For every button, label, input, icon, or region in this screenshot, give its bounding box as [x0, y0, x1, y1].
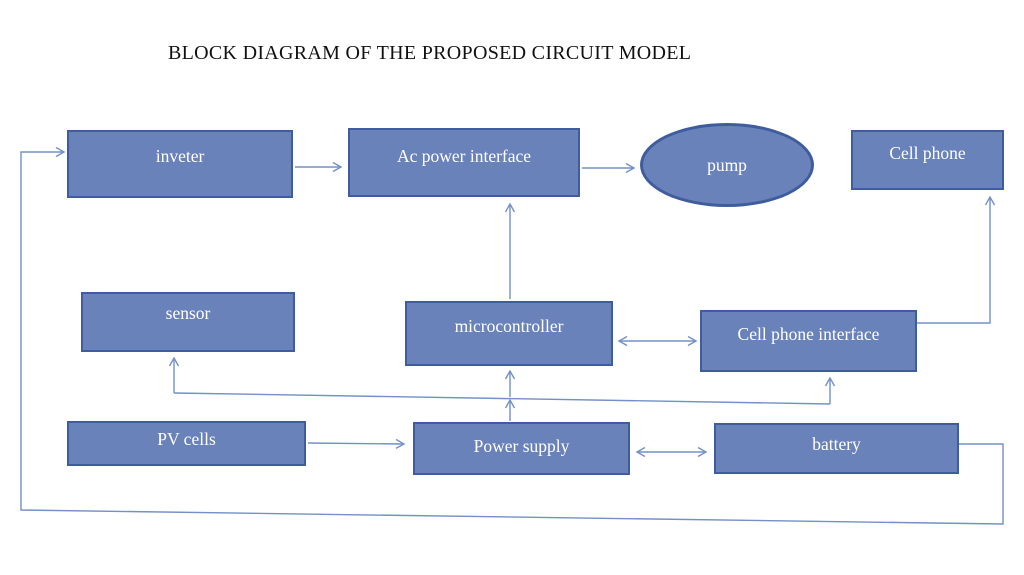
- node-cell-phone-interface-label: Cell phone interface: [737, 324, 880, 344]
- edge-cpi-to-cellphone: [917, 197, 990, 324]
- node-pv-cells-label: PV cells: [157, 428, 216, 449]
- node-pv-cells: PV cells: [67, 421, 306, 466]
- node-battery: battery: [714, 423, 959, 474]
- distribution-line: [173, 392, 831, 405]
- node-ac-power-interface-label: Ac power interface: [396, 145, 532, 166]
- node-inverter-label: inveter: [155, 145, 205, 166]
- edge-battery-to-inverter: [20, 152, 1004, 525]
- node-microcontroller: microcontroller: [405, 301, 613, 366]
- node-inverter: inveter: [67, 130, 293, 198]
- node-cell-phone-label: Cell phone: [889, 143, 966, 163]
- node-cell-phone-interface: Cell phone interface: [700, 310, 917, 372]
- node-battery-label: battery: [812, 433, 861, 454]
- edge-pv-to-power: [307, 443, 404, 444]
- diagram-title: BLOCK DIAGRAM OF THE PROPOSED CIRCUIT MO…: [168, 42, 692, 64]
- node-pump: pump: [640, 123, 814, 207]
- node-sensor: sensor: [81, 292, 295, 352]
- node-microcontroller-label: microcontroller: [454, 315, 564, 336]
- node-power-supply: Power supply: [413, 422, 630, 475]
- node-ac-power-interface: Ac power interface: [348, 128, 580, 197]
- node-power-supply-label: Power supply: [473, 436, 570, 456]
- node-sensor-label: sensor: [165, 303, 211, 323]
- node-cell-phone: Cell phone: [851, 130, 1004, 190]
- node-pump-label: pump: [707, 154, 747, 175]
